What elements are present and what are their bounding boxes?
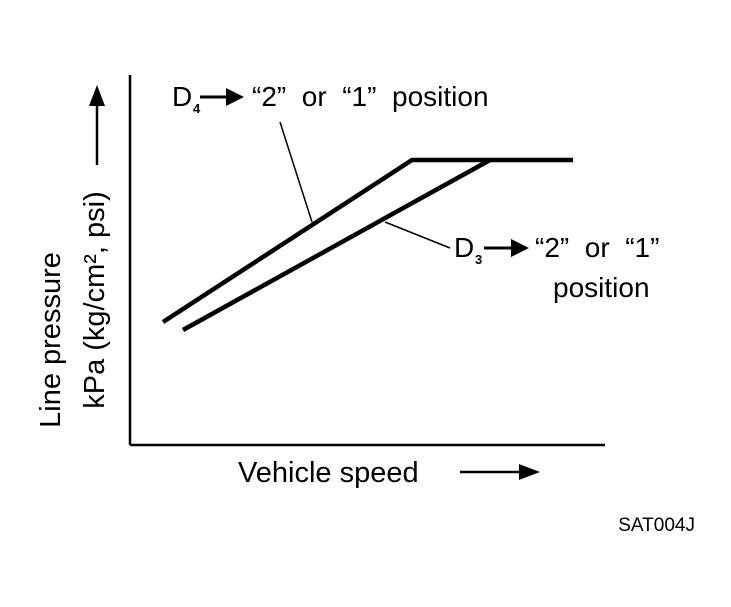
label-d4: D 4 “2” or “1” position bbox=[172, 81, 489, 116]
y-axis-arrow-icon bbox=[89, 85, 105, 165]
label-d3: D 3 “2” or “1” position bbox=[454, 232, 659, 303]
y-axis-label-line1: Line pressure bbox=[35, 252, 67, 428]
arrow-right-icon bbox=[200, 88, 244, 106]
x-axis-arrow-icon bbox=[460, 464, 540, 480]
curve-d4 bbox=[161, 157, 573, 324]
label-d4-gear: D bbox=[172, 81, 192, 112]
x-axis-label: Vehicle speed bbox=[238, 457, 419, 489]
label-d4-gear-subscript: 4 bbox=[193, 101, 201, 116]
figure-code: SAT004J bbox=[618, 515, 695, 536]
leader-line-d4 bbox=[279, 121, 313, 223]
curve-d3 bbox=[181, 158, 492, 332]
y-axis-label-line2: kPa (kg/cm², psi) bbox=[79, 191, 111, 409]
arrow-right-icon bbox=[484, 239, 529, 257]
label-d4-text: “2” or “1” position bbox=[252, 81, 489, 112]
label-d3-text-line1: “2” or “1” bbox=[535, 232, 659, 263]
label-d3-gear-subscript: 3 bbox=[475, 252, 482, 267]
leader-line-d3 bbox=[384, 221, 451, 249]
label-d3-text-line2: position bbox=[553, 272, 650, 303]
label-d3-gear: D bbox=[454, 232, 474, 263]
